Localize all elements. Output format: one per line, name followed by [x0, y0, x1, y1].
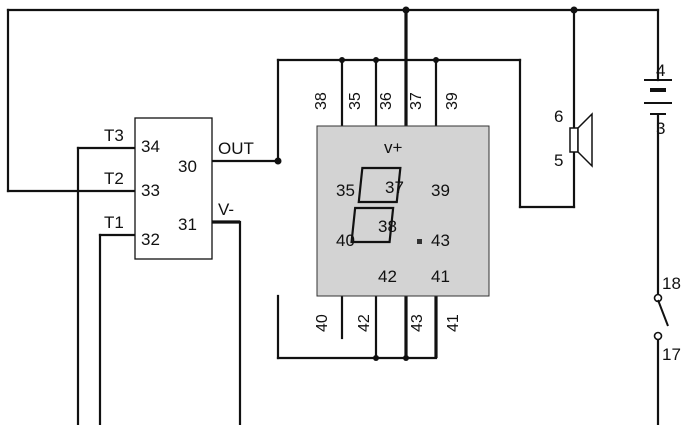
decimal-point	[417, 239, 422, 244]
junction-dot	[402, 6, 410, 14]
switch-pin-17: 17	[662, 345, 681, 364]
switch: 18 17	[653, 274, 681, 364]
speaker-cone-icon	[577, 112, 593, 168]
chip-body	[134, 117, 213, 260]
bottom-pin-43: 43	[409, 314, 426, 332]
pin-33: 33	[141, 181, 160, 200]
wires	[6, 8, 660, 425]
display-module: 38 35 36 37 39 40 42 43 41 v+ 35 40 39 4…	[313, 92, 490, 332]
display-left-top: 35	[336, 181, 355, 200]
bottom-pin-40: 40	[314, 314, 331, 332]
speaker-pin-6: 6	[554, 107, 563, 126]
speaker-pin-5: 5	[554, 151, 563, 170]
pin-30: 30	[178, 157, 197, 176]
switch-lever	[657, 299, 669, 327]
label-out: OUT	[218, 139, 254, 158]
junction-dot	[570, 6, 578, 14]
pin-31: 31	[178, 215, 197, 234]
battery-pin-3: 3	[656, 119, 665, 138]
switch-contact-bottom	[653, 331, 663, 341]
bottom-pin-41: 41	[445, 314, 462, 332]
display-right-bottom: 43	[431, 231, 450, 250]
bottom-pin-42: 42	[356, 314, 373, 332]
junctions	[274, 6, 578, 361]
top-pin-35: 35	[347, 92, 364, 110]
display-vplus: v+	[384, 138, 403, 157]
junction-dot	[373, 355, 379, 361]
segment-37-label: 37	[385, 178, 404, 197]
label-t2: T2	[104, 169, 124, 188]
segment-upper	[357, 166, 402, 204]
segment-lower	[350, 206, 395, 244]
junction-dot	[339, 57, 345, 63]
display-right-top: 39	[431, 181, 450, 200]
top-pin-36: 36	[378, 92, 395, 110]
pin-34: 34	[141, 137, 160, 156]
junction-dot	[433, 57, 439, 63]
pin-32: 32	[141, 230, 160, 249]
speaker: 6 5	[554, 107, 593, 170]
junction-dot	[373, 57, 379, 63]
control-chip: 34 33 32 30 31 T3 T2 T1 OUT V-	[104, 117, 254, 260]
battery: 4 3	[644, 61, 672, 138]
top-pin-39: 39	[444, 92, 461, 110]
display-body	[316, 125, 490, 297]
speaker-magnet	[569, 127, 579, 153]
top-pin-37: 37	[408, 92, 425, 110]
junction-dot	[274, 157, 282, 165]
display-bottom-right: 41	[431, 267, 450, 286]
display-left-bottom: 40	[336, 231, 355, 250]
battery-pin-4: 4	[656, 61, 665, 80]
label-t1: T1	[104, 213, 124, 232]
display-bottom-left: 42	[378, 267, 397, 286]
top-pin-38: 38	[313, 92, 330, 110]
label-vminus: V-	[218, 200, 234, 219]
seven-segment-digit: 37 38	[350, 166, 422, 244]
segment-38-label: 38	[378, 217, 397, 236]
label-t3: T3	[104, 126, 124, 145]
switch-pin-18: 18	[662, 274, 681, 293]
junction-dot	[403, 355, 409, 361]
